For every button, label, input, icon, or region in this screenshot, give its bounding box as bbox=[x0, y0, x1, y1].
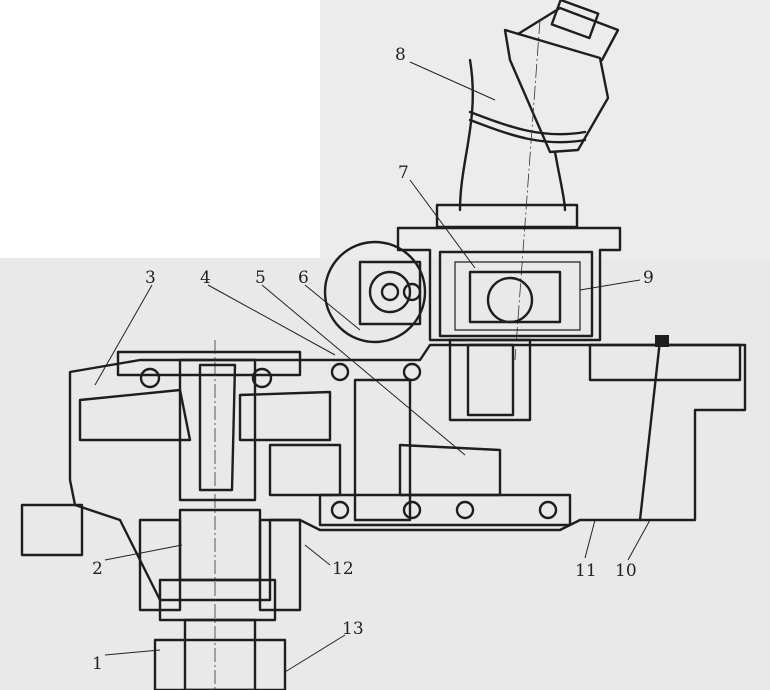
bearings bbox=[139, 282, 558, 520]
callout-6: 6 bbox=[298, 268, 309, 288]
callout-10: 10 bbox=[615, 561, 637, 581]
callout-9: 9 bbox=[643, 268, 654, 288]
callout-13: 13 bbox=[342, 619, 364, 639]
callout-7: 7 bbox=[398, 163, 409, 183]
leader-lines bbox=[94, 61, 651, 673]
callout-2: 2 bbox=[92, 559, 103, 579]
main-housing bbox=[20, 335, 747, 602]
callout-1: 1 bbox=[92, 654, 103, 674]
shaft-center bbox=[178, 358, 257, 502]
output-shaft bbox=[138, 340, 302, 690]
callout-5: 5 bbox=[255, 268, 266, 288]
callout-4: 4 bbox=[200, 268, 211, 288]
motor-assembly bbox=[458, 0, 620, 361]
callout-labels: 3 4 5 6 7 8 9 10 11 12 2 1 13 bbox=[92, 45, 654, 674]
callout-8: 8 bbox=[395, 45, 406, 65]
callout-12: 12 bbox=[332, 559, 354, 579]
callout-11: 11 bbox=[575, 561, 597, 581]
callout-3: 3 bbox=[145, 268, 156, 288]
